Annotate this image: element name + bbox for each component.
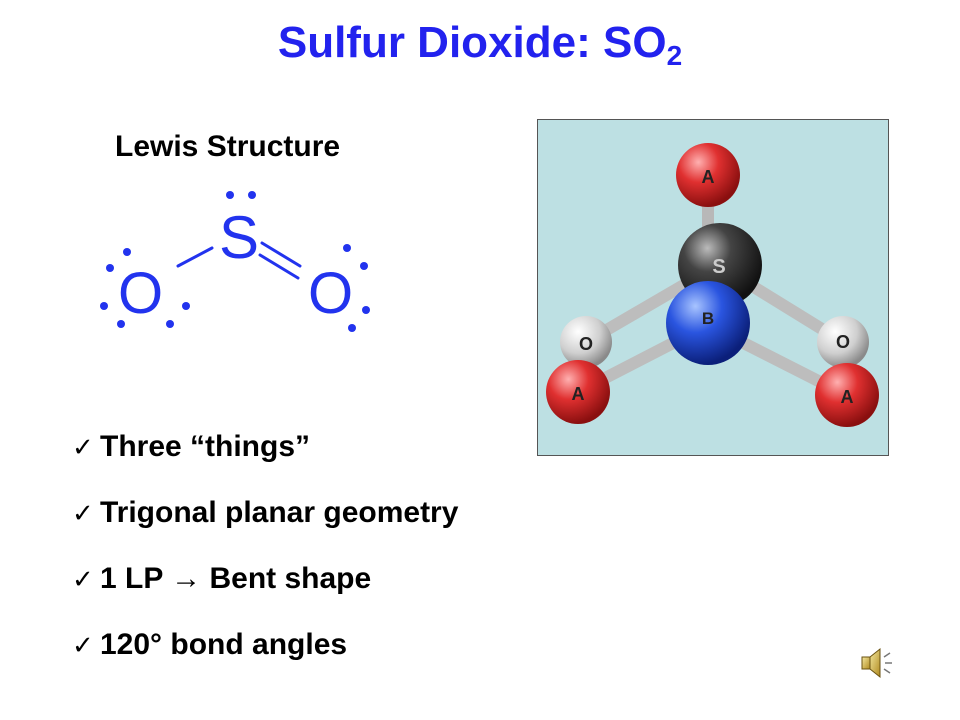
o-left-dot bbox=[166, 320, 174, 328]
double-bond-line bbox=[260, 241, 302, 268]
key-point: ✓Trigonal planar geometry bbox=[72, 491, 458, 557]
lewis-atom-oxygen-left: O bbox=[118, 261, 163, 326]
molecular-model-panel: O O S A B A A bbox=[537, 119, 889, 456]
o-left-dot bbox=[123, 248, 131, 256]
s-lone-pair-dot bbox=[226, 191, 234, 199]
oxygen-atom-left bbox=[560, 316, 612, 368]
key-point: ✓120° bond angles bbox=[72, 623, 458, 689]
key-point-text: Trigonal planar geometry bbox=[100, 496, 459, 529]
lewis-structure-heading: Lewis Structure bbox=[115, 130, 341, 163]
speaker-icon[interactable] bbox=[858, 645, 898, 681]
sulfur-label: S bbox=[712, 256, 725, 278]
oxygen-label-left: O bbox=[579, 334, 593, 354]
oxygen-label-right: O bbox=[836, 332, 850, 352]
checkmark-icon: ✓ bbox=[72, 498, 94, 528]
key-point: ✓1 LP → Bent shape bbox=[72, 557, 458, 623]
o-right-dot bbox=[348, 324, 356, 332]
single-bond bbox=[176, 246, 214, 268]
o-left-dot bbox=[182, 302, 190, 310]
bonding-pair-left bbox=[546, 360, 610, 424]
title-text: Sulfur Dioxide: SO bbox=[277, 18, 667, 67]
s-lone-pair-dot bbox=[248, 191, 256, 199]
key-point-text: 120° bond angles bbox=[100, 628, 348, 661]
bonding-pair-right-label: A bbox=[841, 387, 854, 407]
bonding-pair-top-label: A bbox=[702, 167, 715, 187]
lewis-structure-diagram: S O O bbox=[100, 191, 370, 332]
title-subscript: 2 bbox=[666, 40, 683, 71]
oxygen-atom-right bbox=[817, 316, 869, 368]
lone-pair bbox=[666, 281, 750, 365]
vsepr-model: O O S A B A A bbox=[546, 143, 879, 427]
checkmark-icon: ✓ bbox=[72, 432, 94, 462]
bonding-pair-left-label: A bbox=[572, 384, 585, 404]
o-right-dot bbox=[343, 244, 351, 252]
lewis-atom-sulfur: S bbox=[219, 204, 259, 271]
lone-pair-label: B bbox=[702, 309, 714, 328]
bonding-pair-right bbox=[815, 363, 879, 427]
double-bond-line bbox=[258, 253, 300, 280]
lewis-atom-oxygen-right: O bbox=[308, 261, 353, 326]
key-point-text: Three “things” bbox=[100, 430, 311, 463]
o-left-dot bbox=[106, 264, 114, 272]
checkmark-icon: ✓ bbox=[72, 630, 94, 660]
key-point: ✓Three “things” bbox=[72, 425, 458, 491]
page-title: Sulfur Dioxide: SO2 bbox=[0, 18, 960, 72]
checkmark-icon: ✓ bbox=[72, 564, 94, 594]
key-point-text: 1 LP → Bent shape bbox=[100, 562, 372, 595]
o-left-dot bbox=[117, 320, 125, 328]
key-points-list: ✓Three “things” ✓Trigonal planar geometr… bbox=[72, 425, 458, 689]
o-left-dot bbox=[100, 302, 108, 310]
bonding-pair-top bbox=[676, 143, 740, 207]
o-right-dot bbox=[362, 306, 370, 314]
o-right-dot bbox=[360, 262, 368, 270]
